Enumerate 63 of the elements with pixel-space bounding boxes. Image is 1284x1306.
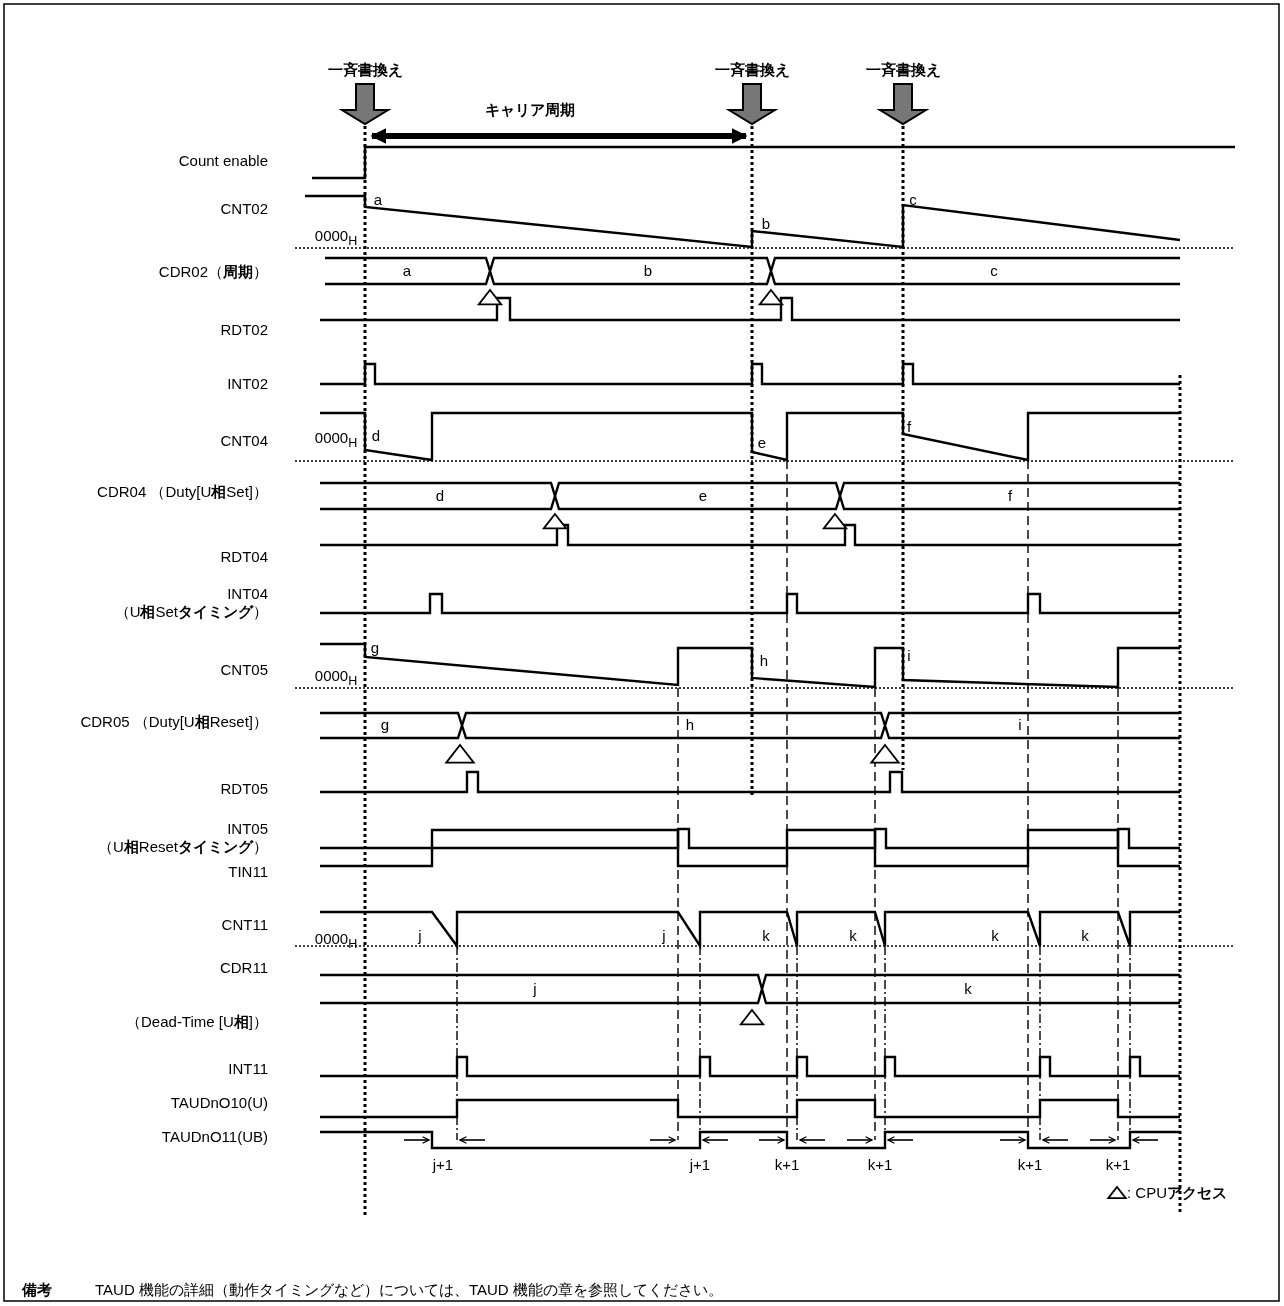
value-label: j: [418, 927, 422, 945]
value-label: h: [685, 716, 695, 734]
rewrite-label: 一斉書換え: [327, 61, 403, 79]
value-label: k: [762, 927, 770, 945]
signal-label: TAUDnO10(U): [170, 1094, 268, 1112]
signal-label: CNT02: [220, 200, 268, 218]
value-label: e: [698, 487, 708, 505]
value-label: k: [849, 927, 857, 945]
signal-label: Count enable: [178, 152, 268, 170]
note-heading: 備考: [22, 1281, 52, 1299]
value-label: b: [761, 215, 771, 233]
note-text: TAUD 機能の詳細（動作タイミングなど）については、TAUD 機能の章を参照してください。: [95, 1281, 723, 1299]
value-label: i: [1018, 716, 1022, 734]
value-label: b: [643, 262, 653, 280]
dead-time-label: k+1: [1105, 1156, 1131, 1174]
signal-label: INT04 （U相Setタイミング）: [113, 585, 268, 621]
dead-time-label: k+1: [867, 1156, 893, 1174]
value-label: e: [757, 434, 767, 452]
value-label: k: [1081, 927, 1089, 945]
value-label: g: [370, 639, 380, 657]
value-label: i: [907, 647, 911, 665]
signal-label: INT11: [228, 1060, 268, 1078]
signal-label: RDT02: [220, 321, 268, 339]
value-label: j: [533, 980, 537, 998]
signal-label: （Dead-Time [U相]）: [126, 1013, 268, 1031]
zero-level-label: 0000$_{H}$: [314, 429, 358, 451]
value-label: k: [964, 980, 972, 998]
signal-label: CDR04 （Duty[U相Set]）: [96, 483, 268, 501]
dead-time-label: k+1: [774, 1156, 800, 1174]
value-label: h: [759, 652, 769, 670]
rewrite-label: 一斉書換え: [865, 61, 941, 79]
signal-label: INT05 （U相Resetタイミング）: [96, 820, 268, 856]
value-label: f: [1007, 487, 1013, 505]
zero-level-label: 0000$_{H}$: [314, 667, 358, 689]
signal-label: CNT05: [220, 661, 268, 679]
dead-time-label: j+1: [689, 1156, 711, 1174]
value-label: g: [380, 716, 390, 734]
signal-label: CNT11: [221, 916, 268, 934]
signal-label: RDT05: [220, 780, 268, 798]
legend-text: : CPUアクセス: [1127, 1184, 1227, 1202]
value-label: a: [373, 191, 383, 209]
value-label: d: [371, 427, 381, 445]
signal-label: CNT04: [220, 432, 268, 450]
dead-time-label: k+1: [1017, 1156, 1043, 1174]
signal-label: CDR05 （Duty[U相Reset]）: [79, 713, 268, 731]
zero-level-label: 0000$_{H}$: [314, 930, 358, 952]
signal-label: CDR11: [219, 959, 268, 977]
value-label: c: [990, 262, 998, 280]
signal-label: TIN11: [228, 863, 268, 881]
zero-level-label: 0000$_{H}$: [314, 227, 358, 249]
signal-label: TAUDnO11(UB): [161, 1128, 268, 1146]
value-label: d: [435, 487, 445, 505]
value-label: c: [909, 191, 917, 209]
signal-label: RDT04: [220, 548, 268, 566]
dead-time-label: j+1: [432, 1156, 454, 1174]
value-label: k: [991, 927, 999, 945]
rewrite-label: 一斉書換え: [714, 61, 790, 79]
value-label: a: [402, 262, 412, 280]
period-label: キャリア周期: [485, 101, 575, 119]
signal-label: INT02: [227, 375, 268, 393]
value-label: j: [662, 927, 666, 945]
value-label: f: [906, 418, 912, 436]
signal-label: CDR02（周期）: [158, 263, 268, 281]
